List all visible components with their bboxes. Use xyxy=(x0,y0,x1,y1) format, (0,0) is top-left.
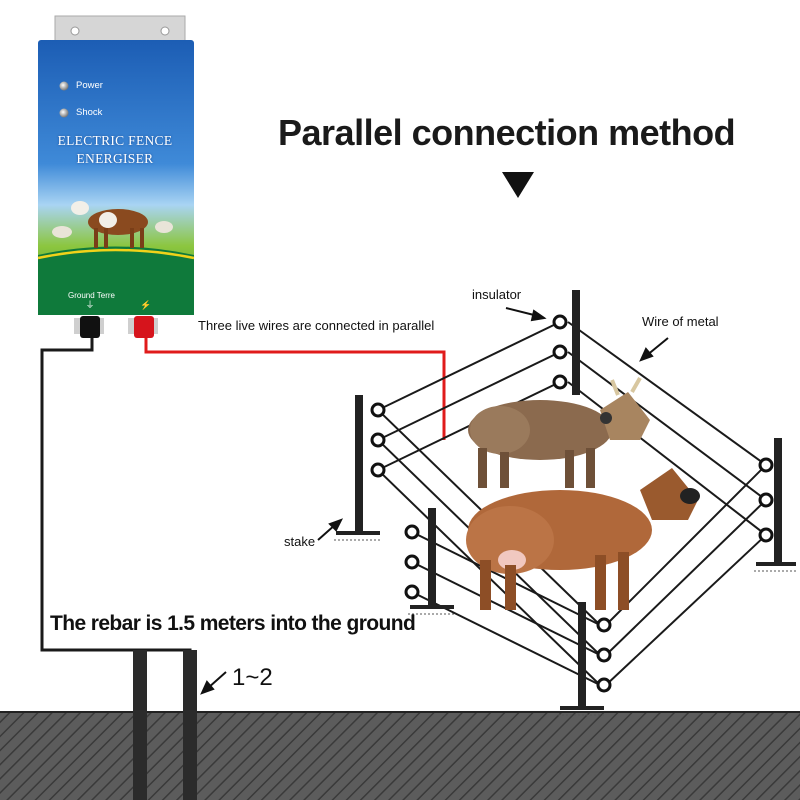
live-wire xyxy=(144,338,446,440)
down-arrow-icon xyxy=(502,172,534,198)
device-title-line1: ELECTRIC FENCE xyxy=(57,133,173,148)
post-back xyxy=(572,290,580,395)
fence-posts xyxy=(336,290,796,710)
device-title: ELECTRIC FENCE ENERGISER xyxy=(40,132,190,168)
post-right xyxy=(774,438,782,566)
fence-wires xyxy=(377,321,767,686)
shock-label: Shock xyxy=(76,107,103,118)
page-title: Parallel connection method xyxy=(278,112,736,153)
post-base-marks xyxy=(334,539,798,716)
ground-wire xyxy=(40,338,192,712)
cow-upper xyxy=(468,377,650,488)
energiser-device: ⏚ ⚡ xyxy=(37,15,195,338)
insulators xyxy=(370,314,774,693)
power-led xyxy=(59,81,69,91)
svg-text:⏚: ⏚ xyxy=(85,300,94,310)
ground-terre-label: Ground Terre xyxy=(68,291,115,300)
post-front xyxy=(578,602,586,710)
device-title-line2: ENERGISER xyxy=(76,151,154,166)
insulator-label: insulator xyxy=(472,287,522,302)
post-front-left xyxy=(428,508,436,608)
ground-soil xyxy=(0,711,800,800)
svg-text:⚡: ⚡ xyxy=(140,299,151,311)
ground-terminal xyxy=(80,316,100,338)
ground-rebars xyxy=(133,650,197,800)
shock-led xyxy=(59,108,69,118)
device-body xyxy=(38,40,194,315)
post-left xyxy=(355,395,363,535)
wire-of-metal-label: Wire of metal xyxy=(642,314,719,329)
stake-label: stake xyxy=(284,534,316,549)
cow-picture xyxy=(52,201,173,248)
live-wires-label: Three live wires are connected in parall… xyxy=(198,318,435,333)
rebar-caption: The rebar is 1.5 meters into the ground xyxy=(50,612,416,635)
live-terminal xyxy=(134,316,154,338)
pointer-arrows xyxy=(200,307,669,695)
rebar-count-label: 1~2 xyxy=(232,664,273,691)
cow-lower xyxy=(466,468,700,610)
power-label: Power xyxy=(76,80,103,91)
